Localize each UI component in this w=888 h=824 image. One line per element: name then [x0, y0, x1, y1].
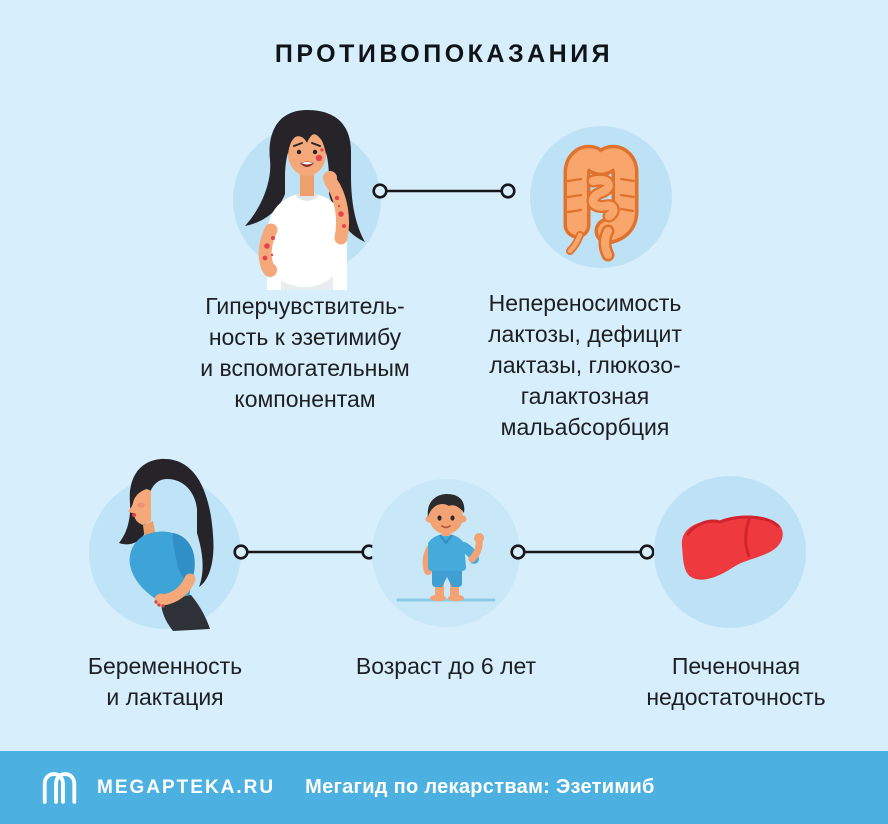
allergy-woman-icon [233, 110, 381, 290]
megapteka-logo-icon [42, 771, 77, 804]
footer-tagline: Мегагид по лекарствам: Эзетимиб [305, 776, 655, 798]
footer-bar: MEGAPTEKA.RU Мегагид по лекарствам: Эзет… [0, 751, 888, 824]
child-icon [372, 479, 520, 627]
pregnant-woman-icon [89, 458, 241, 631]
caption-lactose-intolerance: Непереносимость лактозы, дефицит лактазы… [488, 290, 682, 440]
caption-pregnancy: Беременность и лактация [87, 653, 243, 710]
page-title: ПРОТИВОПОКАЗАНИЯ [274, 40, 614, 68]
intestine-icon [530, 126, 672, 268]
connector-line [372, 183, 516, 199]
connector-line [510, 544, 655, 560]
caption-hypersensitivity: Гиперчувствитель- ность к эзетимибу и вс… [200, 293, 410, 412]
caption-age-limit: Возраст до 6 лет [355, 653, 537, 679]
caption-liver-failure: Печеночная недостаточность [646, 653, 826, 710]
footer-brand: MEGAPTEKA.RU [97, 776, 276, 798]
connector-line [233, 544, 377, 560]
liver-icon [654, 476, 806, 628]
